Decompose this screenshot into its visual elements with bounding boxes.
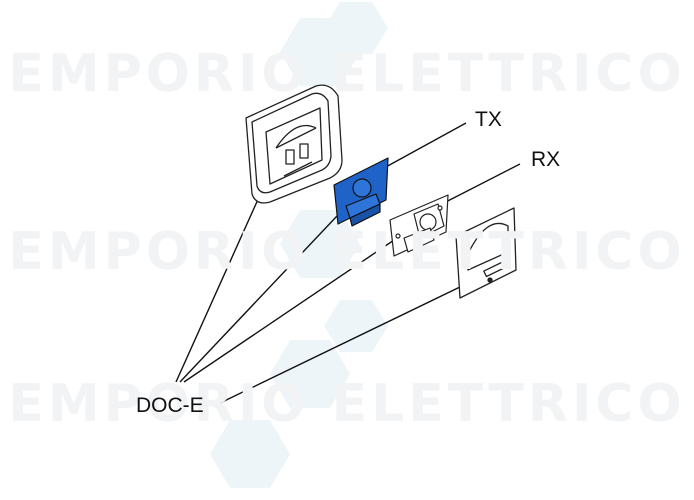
leader-line-tx [383, 122, 467, 169]
leader-line-rx [435, 163, 521, 208]
leader-lines [175, 122, 521, 405]
watermark-hexagons [210, 2, 388, 488]
leader-line-cover [217, 285, 463, 405]
rx-board-lens [419, 213, 437, 231]
leader-line-tx-board [179, 215, 338, 383]
tx-board-lens [352, 178, 372, 198]
leader-line-rx-board [183, 235, 401, 383]
label-rx: RX [531, 148, 561, 171]
photocell-housing [245, 84, 343, 204]
label-tx: TX [475, 108, 502, 131]
leader-line-housing [175, 185, 265, 383]
tx-board [333, 157, 389, 227]
front-cover [455, 207, 517, 299]
label-doc-e: DOC-E [136, 394, 204, 417]
rx-board [389, 194, 449, 257]
